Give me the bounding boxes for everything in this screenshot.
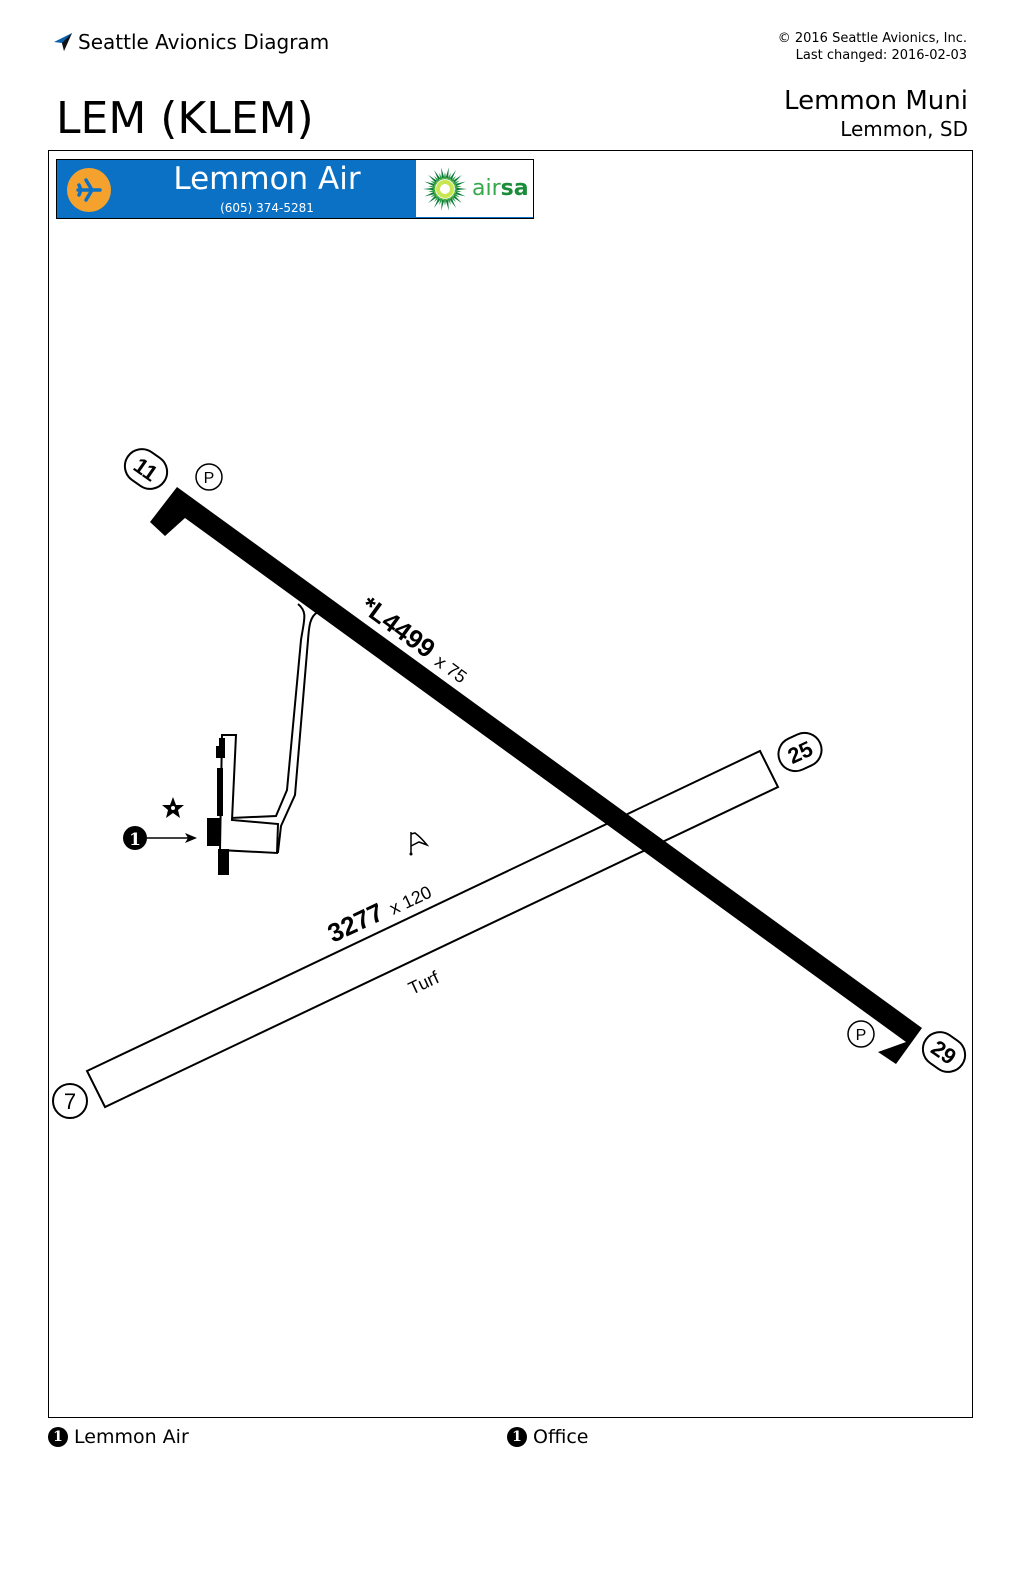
runway-11-29[interactable]: [150, 487, 922, 1064]
runway-end-29: 29: [921, 1031, 967, 1073]
diagram-frame: [48, 150, 973, 1418]
fuel-brand-text: airsa: [472, 176, 529, 201]
legend-item: 1 Office: [507, 1426, 588, 1448]
legend-number: 1: [48, 1427, 68, 1447]
svg-text:Turf: Turf: [405, 967, 443, 999]
runway-end-11: 11: [123, 448, 169, 490]
runway-7-25[interactable]: [85, 749, 780, 1109]
taxiway[interactable]: [217, 603, 319, 854]
svg-text:P: P: [856, 1027, 867, 1044]
legend-number: 1: [507, 1427, 527, 1447]
fbo-callout[interactable]: 1: [123, 826, 197, 850]
fbo-name: Lemmon Air: [173, 161, 361, 197]
fuel-brand-prefix: air: [472, 176, 501, 201]
airport-name: Lemmon Muni: [784, 86, 968, 116]
runway-end-7-label: 7: [64, 1089, 76, 1114]
runway-7-25-surface: Turf: [405, 967, 443, 999]
fuel-brand-logo: airsa: [416, 160, 533, 217]
fbo-banner[interactable]: Lemmon Air (605) 374-5281 airsa: [56, 159, 534, 219]
runway-end-7: 7: [52, 1083, 88, 1119]
last-changed: Last changed: 2016-02-03: [795, 48, 967, 63]
fbo-phone: (605) 374-5281: [220, 201, 314, 215]
legend-item: 1 Lemmon Air: [48, 1426, 189, 1448]
airport-city: Lemmon, SD: [840, 117, 968, 141]
buildings: [207, 738, 229, 875]
parking-marker: P: [847, 1020, 875, 1048]
parking-marker: P: [195, 463, 223, 491]
apron[interactable]: [218, 734, 280, 855]
star-icon: [162, 797, 184, 818]
legend-label: Lemmon Air: [74, 1426, 189, 1448]
windsock-icon: [409, 832, 430, 856]
fuel-brand-suffix: sa: [500, 176, 529, 201]
runway-end-25: 25: [777, 731, 823, 773]
airplane-icon: [67, 168, 111, 212]
brand-title: Seattle Avionics Diagram: [78, 30, 330, 54]
copyright-text: © 2016 Seattle Avionics, Inc.: [777, 31, 967, 46]
airport-ident: LEM (KLEM): [56, 93, 314, 144]
svg-text:1: 1: [129, 830, 141, 850]
legend-label: Office: [533, 1426, 589, 1448]
svg-text:P: P: [204, 470, 215, 487]
sunburst-logo-icon: [423, 166, 467, 211]
paper-plane-logo-icon: [54, 33, 72, 51]
copyright-block: © 2016 Seattle Avionics, Inc. Last chang…: [778, 30, 967, 64]
brand-header: Seattle Avionics Diagram: [52, 30, 329, 54]
